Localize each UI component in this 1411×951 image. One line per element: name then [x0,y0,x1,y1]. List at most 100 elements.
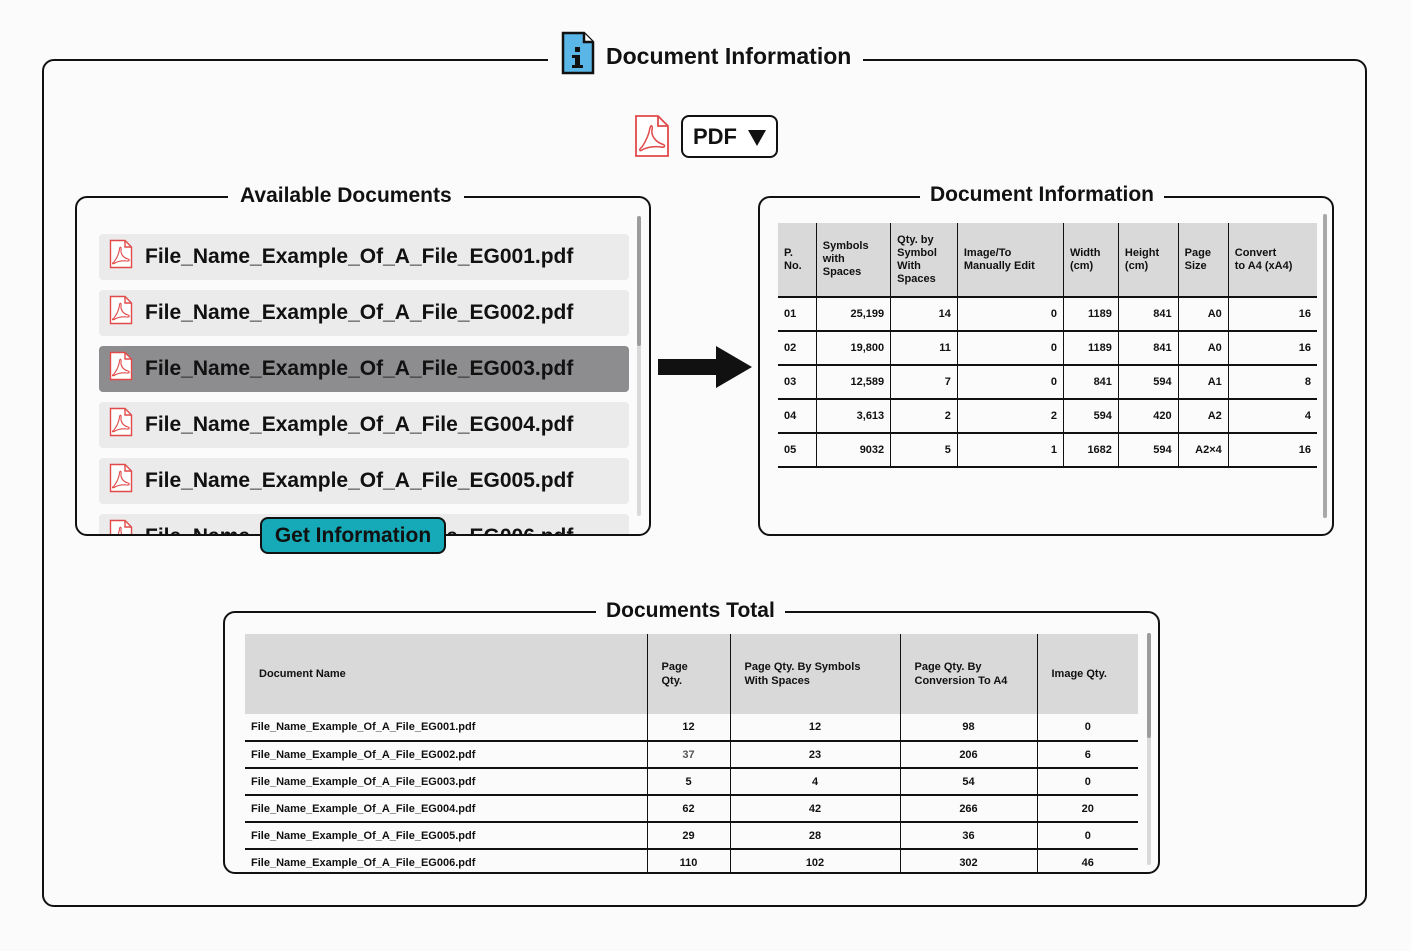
documents-total-title: Documents Total [596,597,785,625]
table-cell: 302 [900,849,1038,872]
table-cell: 05 [778,432,817,468]
column-header: Image Qty. [1037,634,1138,714]
table-cell: 12 [730,714,901,742]
table-cell: 2 [890,398,958,433]
table-cell: 98 [900,714,1038,742]
table-cell: File_Name_Example_Of_A_File_EG001.pdf [245,714,648,742]
scrollbar-thumb[interactable] [1323,214,1327,518]
table-cell: 12,589 [816,364,892,399]
column-header: Height(cm) [1118,223,1179,297]
file-item[interactable]: File_Name_Example_Of_A_File_EG002.pdf [99,290,629,336]
table-cell: File_Name_Example_Of_A_File_EG002.pdf [245,741,648,769]
table-cell: 1189 [1063,330,1119,365]
table-cell: 12 [647,714,731,742]
table-cell: 14 [890,296,958,331]
table-cell: 04 [778,398,817,433]
table-cell: 0 [1037,822,1138,850]
table-cell: 6 [1037,741,1138,769]
table-cell: 2 [957,398,1064,433]
document-info-icon [560,30,596,82]
table-cell: File_Name_Example_Of_A_File_EG005.pdf [245,822,648,850]
table-cell: 1 [957,432,1064,468]
table-cell: 1189 [1063,296,1119,331]
format-select-value: PDF [693,123,737,149]
table-cell: 0 [1037,714,1138,742]
scrollbar-thumb[interactable] [637,216,641,346]
table-cell: 9032 [816,432,892,468]
table-cell: 206 [900,741,1038,769]
table-cell: 62 [647,795,731,823]
table-cell: 5 [890,432,958,468]
table-cell: 28 [730,822,901,850]
table-cell: A1 [1178,364,1229,399]
totals-table-scrollbar[interactable] [1147,633,1151,865]
table-cell: 1682 [1063,432,1119,468]
pdf-icon [109,463,133,499]
table-cell: 02 [778,330,817,365]
scrollbar-thumb[interactable] [1147,633,1151,738]
table-cell: 36 [900,822,1038,850]
file-item[interactable]: File_Name_Example_Of_A_File_EG005.pdf [99,458,629,504]
table-cell: 0 [957,330,1064,365]
table-cell: 25,199 [816,296,892,331]
file-item[interactable]: File_Name_Example_Of_A_File_EG001.pdf [99,234,629,280]
table-cell: 20 [1037,795,1138,823]
table-cell: 110 [647,849,731,872]
file-item-label: File_Name_Example_Of_A_File_EG001.pdf [145,245,574,268]
file-item[interactable]: File_Name_Example_Of_A_File_EG003.pdf [99,346,629,392]
format-select[interactable]: PDF [681,115,778,158]
column-header: Document Name [245,634,648,714]
table-cell: 841 [1118,296,1179,331]
table-cell: File_Name_Example_Of_A_File_EG003.pdf [245,768,648,796]
table-cell: 594 [1118,432,1179,468]
document-information-title: Document Information [920,180,1164,210]
table-cell: 594 [1118,364,1179,399]
get-information-button[interactable]: Get Information [260,517,446,554]
table-cell: 16 [1228,432,1317,468]
available-documents-title: Available Documents [228,181,464,211]
file-list-scrollbar[interactable] [637,216,641,516]
table-cell: 03 [778,364,817,399]
info-table-scrollbar[interactable] [1323,214,1327,518]
table-cell: File_Name_Example_Of_A_File_EG006.pdf [245,849,648,872]
file-item[interactable]: File_Name_Example_Of_A_File_EG004.pdf [99,402,629,448]
file-item-label: File_Name_Example_Of_A_File_EG005.pdf [145,469,574,492]
table-cell: 3,613 [816,398,892,433]
table-cell: 23 [730,741,901,769]
table-cell: 16 [1228,330,1317,365]
table-cell: File_Name_Example_Of_A_File_EG004.pdf [245,795,648,823]
table-cell: 4 [730,768,901,796]
pdf-icon [109,407,133,443]
table-cell: 7 [890,364,958,399]
arrow-right-icon [658,346,752,388]
table-cell: 01 [778,296,817,331]
table-cell: A0 [1178,296,1229,331]
chevron-down-icon [748,130,766,146]
table-cell: 841 [1118,330,1179,365]
page-title: Document Information [548,30,864,82]
pdf-icon [109,239,133,275]
table-cell: 54 [900,768,1038,796]
table-cell: 5 [647,768,731,796]
file-item-label: File_Name_Example_Of_A_File_EG004.pdf [145,413,574,436]
table-cell: 37 [647,741,731,769]
